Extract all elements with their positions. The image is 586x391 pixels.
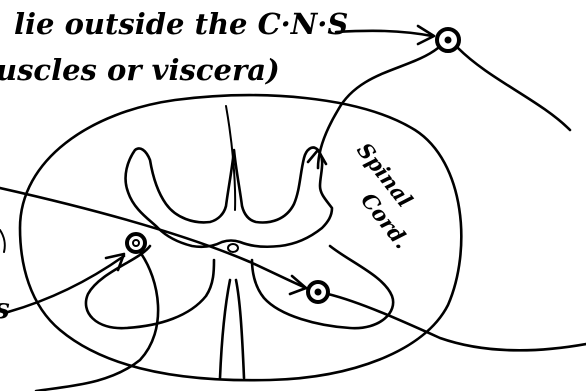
dorsal-root-ganglion-nucleus — [444, 36, 452, 44]
sensory-fibre-peripheral — [456, 46, 572, 132]
ventral-horn-left — [84, 244, 216, 330]
interneuron-cell-body — [125, 232, 147, 254]
spinal-cord-outline — [18, 93, 463, 382]
crossing-fibre-arrow — [288, 274, 308, 296]
pointer-to-ganglion-head — [416, 24, 436, 46]
posterior-median-septum — [218, 278, 232, 380]
left-edge-fibre — [0, 229, 6, 253]
dorsal-root-arrow — [306, 148, 328, 166]
motor-neuron-cell-body — [306, 280, 330, 304]
interneuron-fibre-down — [34, 250, 160, 391]
left-pointer-arrow — [104, 252, 126, 272]
annotation-second-line: uscles or viscera) — [0, 53, 280, 87]
dorsal-root-ganglion — [435, 27, 461, 53]
annotation-top-line: lie outside the C·N·S — [14, 7, 348, 41]
ventral-horn-right — [250, 244, 395, 330]
posterior-median-septum-right — [234, 278, 246, 380]
pointer-to-ganglion-line — [334, 29, 434, 38]
motor-axon — [326, 292, 586, 352]
sensory-fibre-dorsal-root — [316, 46, 440, 170]
annotation-left-fragment: s — [0, 292, 10, 325]
motor-neuron-nucleus — [314, 288, 322, 296]
central-canal — [227, 243, 239, 253]
grey-matter — [124, 146, 334, 249]
left-pointer-line — [6, 254, 126, 314]
interneuron-nucleus — [132, 239, 140, 247]
crossing-fibre — [0, 186, 308, 290]
